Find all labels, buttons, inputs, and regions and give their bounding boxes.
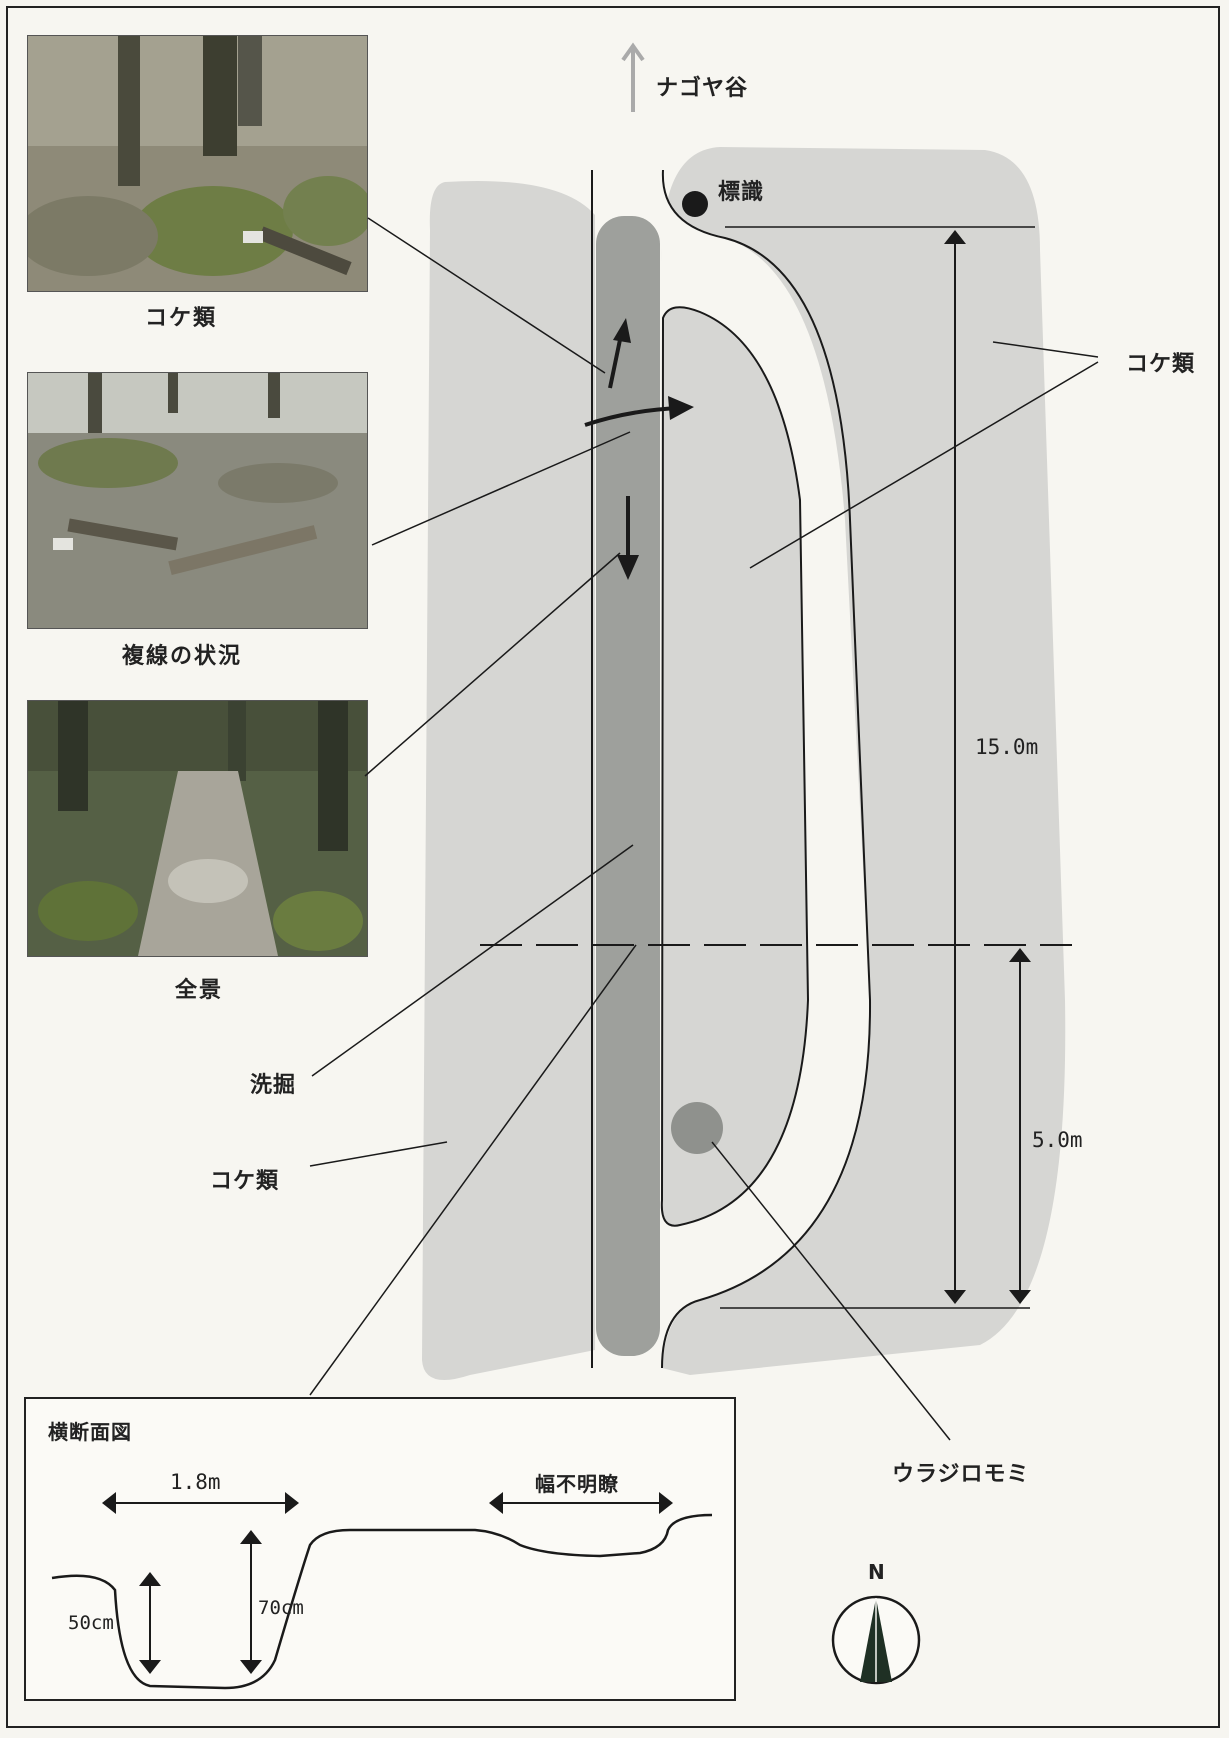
depth-70-label: 70cm — [258, 1597, 304, 1619]
direction-label: ナゴヤ谷 — [656, 76, 749, 101]
leader-line-photo1 — [367, 217, 606, 374]
cross-section-title: 横断面図 — [48, 1420, 132, 1444]
photo-moss — [27, 35, 368, 292]
photo-caption: 全景 — [175, 978, 224, 1003]
trail-outer-line — [661, 169, 872, 1369]
tree-marker — [671, 1102, 723, 1154]
moss-label-left: コケ類 — [210, 1169, 280, 1194]
width-right-label: 幅不明瞭 — [535, 1472, 619, 1496]
compass-north-label: N — [868, 1560, 886, 1584]
scour-strip — [596, 216, 660, 1356]
photo-full-view — [27, 700, 368, 957]
trail-path — [661, 170, 871, 1370]
photo-double-track — [27, 372, 368, 629]
sign-marker — [682, 191, 708, 217]
leader-line-moss-left — [309, 1141, 448, 1167]
leader-line-tree — [711, 1141, 951, 1441]
tree-label: ウラジロモミ — [892, 1462, 1030, 1487]
leader-line-moss-right-2 — [749, 361, 1099, 569]
leader-line-photo2 — [371, 431, 631, 546]
cross-section-box — [24, 1397, 736, 1701]
sign-label: 標識 — [718, 180, 765, 205]
scour-label: 洗掘 — [250, 1073, 297, 1098]
measure-5m: 5.0m — [1032, 1128, 1083, 1152]
moss-zone-left — [422, 180, 595, 1381]
ground-profile — [51, 1513, 713, 1690]
depth-50-label: 50cm — [68, 1612, 114, 1634]
leader-line-photo3 — [364, 552, 621, 777]
moss-label-right: コケ類 — [1126, 352, 1196, 377]
trail-inner-line — [660, 306, 810, 1227]
leader-line-scour — [311, 844, 634, 1077]
leader-line-moss-right-1 — [992, 341, 1099, 358]
measure-15m: 15.0m — [975, 735, 1039, 759]
photo-caption: コケ類 — [145, 306, 218, 331]
width-left-label: 1.8m — [170, 1470, 221, 1494]
photo-caption: 複線の状況 — [122, 644, 243, 669]
leader-line-cross-section — [309, 944, 637, 1396]
